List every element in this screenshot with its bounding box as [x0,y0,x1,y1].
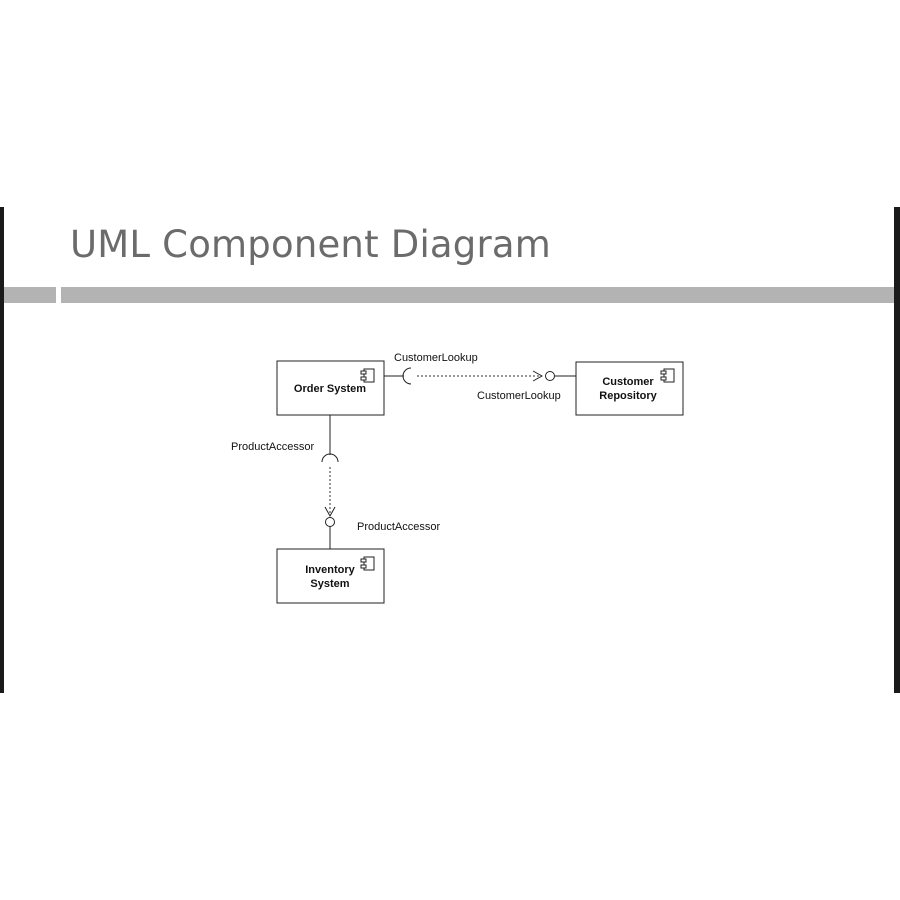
customer-repository-label-line2: Repository [599,390,657,402]
product-accessor-provided-label: ProductAccessor [357,521,440,533]
customer-repository-label-line1: Customer [602,376,654,388]
order-system-label: Order System [294,383,366,395]
product-accessor-required-label: ProductAccessor [231,441,314,453]
inventory-system-component: Inventory System [276,548,385,604]
title-underline-short [4,287,56,303]
inventory-system-label-line1: Inventory [305,564,355,576]
slide-title: UML Component Diagram [70,223,552,266]
product-accessor-provided-interface [325,517,335,549]
product-accessor-dependency [324,467,336,518]
order-system-component: Order System [276,360,385,416]
inventory-system-label-line2: System [310,578,349,590]
customer-lookup-required-label: CustomerLookup [394,352,478,364]
component-icon [660,368,675,383]
customer-lookup-dependency [417,370,544,382]
component-icon [360,368,375,383]
component-icon [360,556,375,571]
customer-lookup-provided-interface [545,371,576,381]
title-underline-long [61,287,894,303]
slide-left-border [0,207,4,693]
customer-repository-component: Customer Repository [575,361,684,416]
slide-right-border [894,207,900,693]
customer-lookup-provided-label: CustomerLookup [477,390,561,402]
product-accessor-required-interface [321,415,339,463]
customer-lookup-required-interface [384,367,412,385]
